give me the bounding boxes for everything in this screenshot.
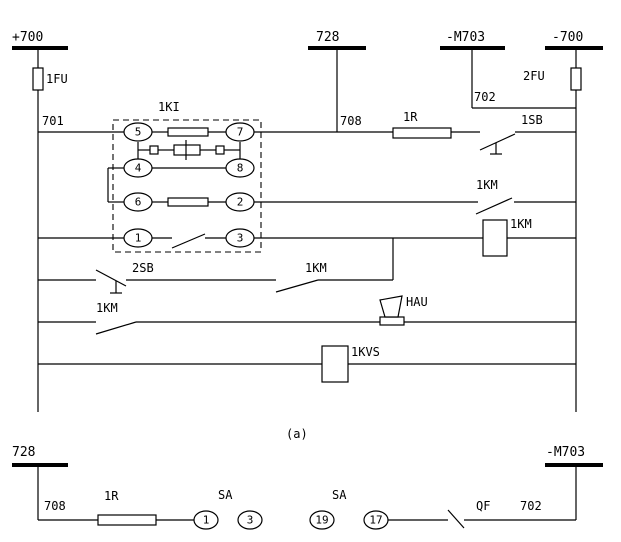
km-contact-1	[475, 197, 513, 215]
coil-1km-label: 1KM	[510, 217, 532, 231]
relay-inner-box-right	[215, 145, 225, 155]
breaker-qf-contact	[447, 509, 465, 529]
terminal-7-label: 7	[237, 126, 244, 139]
terminal-6-label: 6	[135, 196, 142, 209]
coil-1km	[482, 219, 508, 257]
sa-terminal-1-label: 1	[203, 514, 210, 527]
wire-label-708: 708	[340, 114, 362, 128]
terminal-3-label: 3	[237, 232, 244, 245]
relay-inner-element	[173, 144, 201, 156]
terminal-8-label: 8	[237, 162, 244, 175]
relay-inner-box-left	[149, 145, 159, 155]
pushbutton-1sb-label: 1SB	[521, 113, 543, 127]
horn-hau-icon	[379, 295, 403, 318]
switch-sa-label-2: SA	[332, 488, 347, 502]
wire-label-702: 702	[474, 90, 496, 104]
relay-1kvs-label: 1KVS	[351, 345, 380, 359]
km-contact-1-label: 1KM	[476, 178, 498, 192]
fuse-1fu	[32, 67, 44, 91]
km-contact-2-label: 1KM	[305, 261, 327, 275]
figure-caption: (a)	[286, 427, 308, 441]
pushbutton-2sb-label: 2SB	[132, 261, 154, 275]
terminal-6	[123, 192, 153, 212]
fuse-1fu-label: 1FU	[46, 72, 68, 86]
relay-resistor-6-2	[167, 197, 209, 207]
terminal-1-label: 1	[135, 232, 142, 245]
sa-terminal-3-label: 3	[247, 514, 254, 527]
fuse-2fu-label: 2FU	[523, 69, 545, 83]
bus-label-m703-bottom: -M703	[546, 445, 585, 460]
bus-label-728-bottom: 728	[12, 445, 35, 460]
terminal-7	[225, 122, 255, 142]
km-contact-3-label: 1KM	[96, 301, 118, 315]
km-contact-3	[95, 321, 137, 335]
terminal-1	[123, 228, 153, 248]
relay-contact-1-3	[171, 233, 206, 249]
bus-label-728: 728	[316, 30, 339, 45]
terminal-8	[225, 158, 255, 178]
wire-label-702-bottom: 702	[520, 499, 542, 513]
bus-label-p700: +700	[12, 30, 43, 45]
wire-label-708-bottom: 708	[44, 499, 66, 513]
terminal-2	[225, 192, 255, 212]
sa-terminal-1	[193, 510, 219, 530]
sa-terminal-19-label: 19	[315, 514, 328, 527]
switch-sa-label-1: SA	[218, 488, 233, 502]
terminal-4	[123, 158, 153, 178]
sa-terminal-17-label: 17	[369, 514, 382, 527]
bus-label-m703: -M703	[446, 30, 485, 45]
horn-hau-body	[379, 316, 405, 326]
terminal-5	[123, 122, 153, 142]
terminal-4-label: 4	[135, 162, 142, 175]
terminal-5-label: 5	[135, 126, 142, 139]
terminal-2-label: 2	[237, 196, 244, 209]
horn-hau-label: HAU	[406, 295, 428, 309]
resistor-1r-bottom	[97, 514, 157, 526]
bus-label-n700: -700	[552, 30, 583, 45]
km-contact-2	[275, 279, 319, 293]
relay-1ki-box	[112, 119, 262, 253]
sa-terminal-3	[237, 510, 263, 530]
relay-terminals: 5 7 4 8 6 2 1 3	[123, 122, 255, 248]
relay-resistor-5-7	[167, 127, 209, 137]
relay-1ki-label: 1KI	[158, 100, 180, 114]
pushbutton-1sb-contact	[479, 133, 516, 151]
resistor-1r	[392, 127, 452, 139]
resistor-1r-bottom-label: 1R	[104, 489, 119, 503]
terminal-3	[225, 228, 255, 248]
fuse-2fu	[570, 67, 582, 91]
wire-label-701: 701	[42, 114, 64, 128]
pushbutton-2sb-contact	[95, 269, 127, 287]
relay-1kvs	[321, 345, 349, 383]
sa-terminal-19	[309, 510, 335, 530]
resistor-1r-label: 1R	[403, 110, 418, 124]
km-contact-1-gap	[478, 198, 514, 206]
breaker-qf-label: QF	[476, 499, 490, 513]
